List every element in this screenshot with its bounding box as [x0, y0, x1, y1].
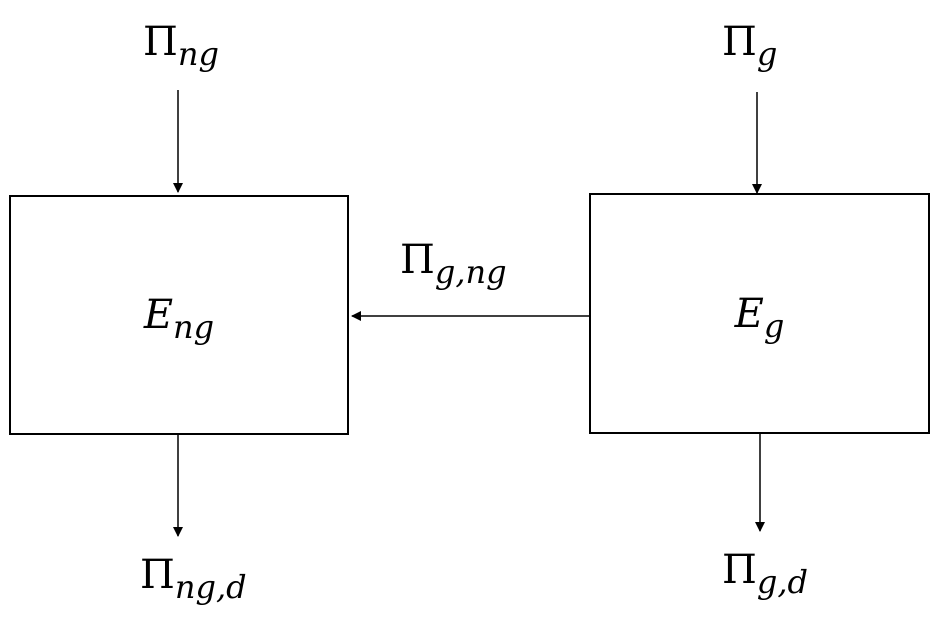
box-e-g: Eg [589, 193, 930, 434]
box-e-g-label: Eg [734, 290, 785, 345]
label-pi-g-ng: Πg,ng [400, 237, 507, 291]
box-e-ng-label: Eng [143, 292, 215, 346]
label-pi-g: Πg [722, 19, 778, 73]
label-pi-g-d: Πg,d [722, 547, 809, 601]
label-pi-ng-d: Πng,d [140, 552, 247, 606]
label-pi-ng: Πng [143, 19, 219, 73]
box-e-ng: Eng [9, 195, 349, 435]
